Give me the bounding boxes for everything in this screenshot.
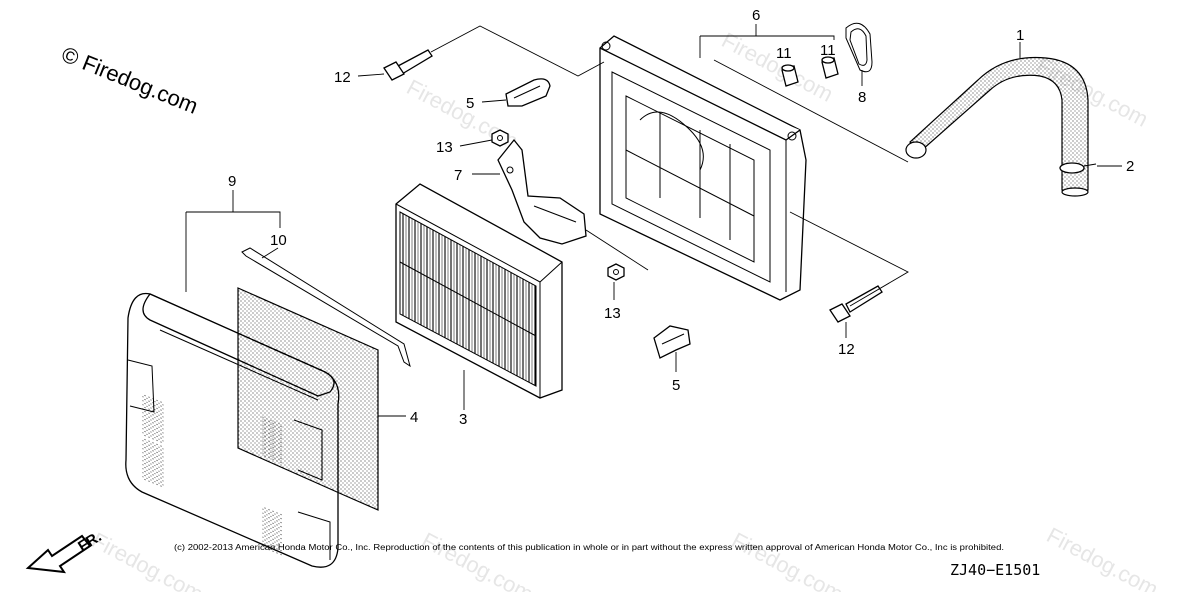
callout-13-top: 13 [436,139,453,156]
flange-nut [607,263,625,281]
leader-lines [185,25,909,307]
callout-11-right: 11 [820,42,836,59]
flange-nut [491,129,509,147]
callout-6: 6 [752,7,760,24]
ghost-watermark: Firedog.com [718,27,838,106]
callout-11-left: 11 [776,45,792,62]
callout-labels: 1 2 3 4 5 5 6 7 8 9 10 11 11 12 12 13 13 [228,7,1134,428]
firedog-watermark: © Firedog.com [58,41,201,118]
cover-clip [653,325,691,359]
ghost-watermark: Firedog.com [728,527,848,592]
paper-filter-element [395,183,563,399]
ghost-watermark: Firedog.com [1043,522,1163,592]
callout-5-bottom: 5 [672,377,680,394]
callout-2: 2 [1126,158,1134,175]
ghost-watermark: Firedog.com [418,527,538,592]
cover-vent-grille [142,393,164,445]
o-ring [845,22,873,73]
flange-bolt [383,49,433,81]
cover-clip [505,78,551,107]
callout-13-bottom: 13 [604,305,621,322]
callout-10: 10 [270,232,287,249]
front-arrow-icon [25,534,92,574]
tube-clip [1059,162,1097,174]
diagram-code: ZJ40−E1501 [950,561,1040,579]
callout-4: 4 [410,409,418,426]
callout-7: 7 [454,167,462,184]
cover-seal [241,247,411,368]
callout-3: 3 [459,411,467,428]
copyright-notice: (c) 2002-2013 American Honda Motor Co., … [174,543,1004,552]
callout-12-top: 12 [334,69,351,86]
air-cleaner-case [599,35,807,301]
callout-1: 1 [1016,27,1024,44]
ghost-watermark: Firedog.com [88,527,208,592]
bracket [497,138,587,245]
cover-vent-grille [262,505,282,556]
foam-pre-filter [237,287,379,511]
cover-vent-grille [142,437,164,489]
breather-tube [905,56,1089,197]
callout-8: 8 [858,89,866,106]
callout-12-bottom: 12 [838,341,855,358]
callout-9: 9 [228,173,236,190]
callout-5-top: 5 [466,95,474,112]
collar [781,64,799,87]
collar [821,56,839,79]
